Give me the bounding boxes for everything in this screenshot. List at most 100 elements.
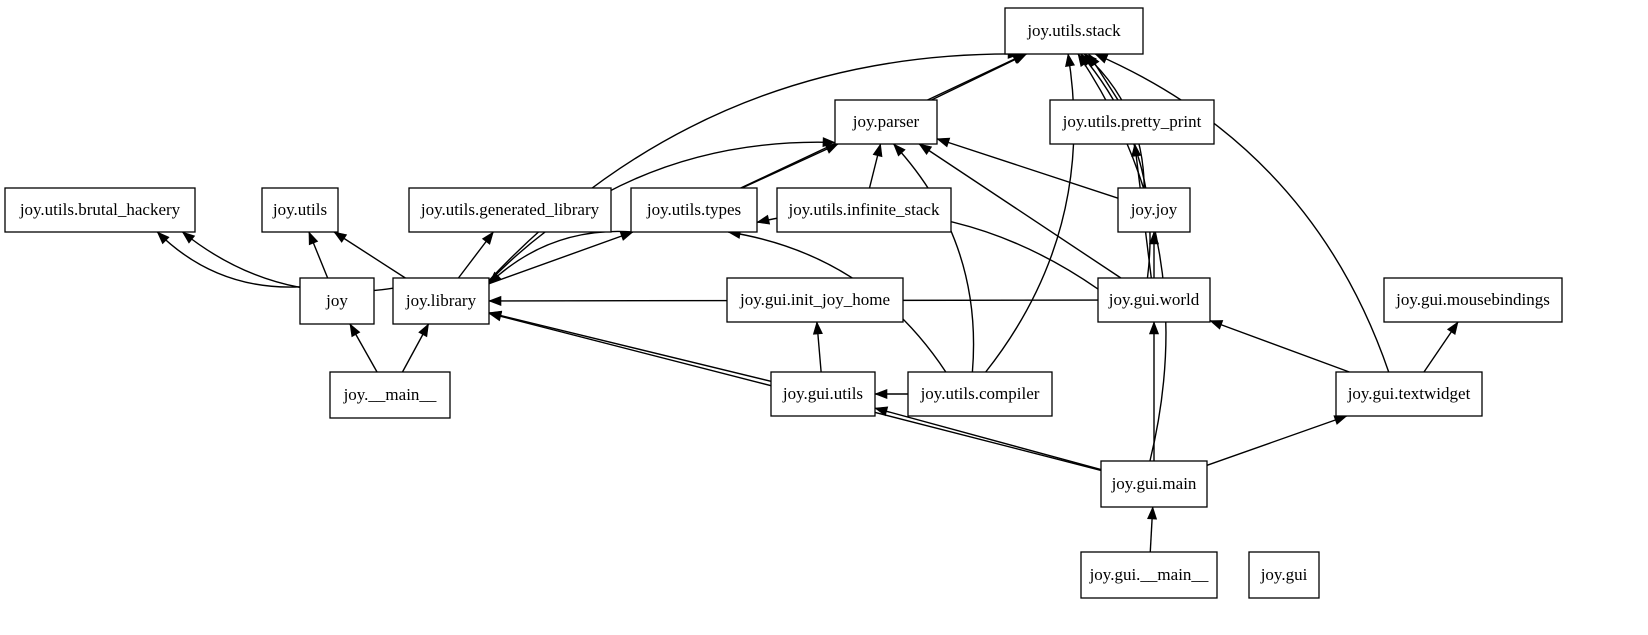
graph-edge bbox=[868, 143, 883, 189]
edge-line bbox=[874, 407, 1102, 471]
graph-edge bbox=[1423, 321, 1459, 373]
node-label: joy.utils bbox=[272, 200, 327, 219]
graph-edge bbox=[349, 323, 378, 373]
graph-edge bbox=[488, 230, 633, 285]
edge-line bbox=[931, 53, 1027, 101]
graph-node-types[interactable]: joy.utils.types bbox=[630, 187, 758, 233]
edge-line bbox=[1080, 53, 1151, 279]
edge-arrowhead bbox=[756, 214, 771, 225]
graph-edge bbox=[308, 231, 329, 279]
node-box[interactable] bbox=[1049, 99, 1215, 145]
edge-arrowhead bbox=[1077, 53, 1090, 68]
edge-arrowhead bbox=[1065, 53, 1075, 67]
node-label: joy.__main__ bbox=[343, 385, 437, 404]
graph-node-init_joy_home[interactable]: joy.gui.init_joy_home bbox=[726, 277, 904, 323]
graph-node-mousebindings[interactable]: joy.gui.mousebindings bbox=[1383, 277, 1563, 323]
node-box[interactable] bbox=[726, 277, 904, 323]
edge-line bbox=[156, 231, 301, 288]
node-box[interactable] bbox=[4, 187, 196, 233]
graph-node-main_[interactable]: joy.__main__ bbox=[329, 371, 451, 419]
graph-edge bbox=[1206, 415, 1348, 466]
edge-line bbox=[936, 138, 1119, 199]
edge-arrowhead bbox=[874, 406, 889, 417]
node-box[interactable] bbox=[1335, 371, 1483, 417]
node-box[interactable] bbox=[1004, 7, 1144, 55]
node-label: joy.gui.mousebindings bbox=[1395, 290, 1550, 309]
graph-node-gui_utils[interactable]: joy.gui.utils bbox=[770, 371, 876, 417]
graph-node-gui_world[interactable]: joy.gui.world bbox=[1097, 277, 1211, 323]
edge-arrowhead bbox=[1446, 321, 1459, 336]
edge-arrowhead bbox=[1131, 143, 1142, 157]
node-box[interactable] bbox=[329, 371, 451, 419]
graph-edge bbox=[333, 231, 406, 279]
node-label: joy.gui.init_joy_home bbox=[739, 290, 890, 309]
node-box[interactable] bbox=[630, 187, 758, 233]
node-box[interactable] bbox=[1080, 551, 1218, 599]
node-label: joy.utils.compiler bbox=[920, 384, 1040, 403]
graph-node-brutal_hackery[interactable]: joy.utils.brutal_hackery bbox=[4, 187, 196, 233]
node-box[interactable] bbox=[1383, 277, 1563, 323]
edge-arrowhead bbox=[936, 137, 951, 148]
node-box[interactable] bbox=[907, 371, 1053, 417]
edge-arrowhead bbox=[1147, 506, 1158, 520]
graph-node-utils[interactable]: joy.utils bbox=[261, 187, 339, 233]
node-label: joy.gui.__main__ bbox=[1089, 565, 1209, 584]
node-box[interactable] bbox=[1097, 277, 1211, 323]
node-label: joy.utils.pretty_print bbox=[1062, 112, 1202, 131]
graph-edge bbox=[893, 143, 975, 373]
graph-edge bbox=[488, 48, 1021, 282]
node-box[interactable] bbox=[834, 99, 938, 145]
edge-line bbox=[488, 141, 836, 283]
node-box[interactable] bbox=[770, 371, 876, 417]
graph-edge bbox=[936, 137, 1119, 199]
graph-node-gui[interactable]: joy.gui bbox=[1248, 551, 1320, 599]
node-label: joy.parser bbox=[852, 112, 920, 131]
graph-edge bbox=[1209, 319, 1350, 373]
graph-node-pretty_print[interactable]: joy.utils.pretty_print bbox=[1049, 99, 1215, 145]
graph-edge bbox=[918, 143, 1122, 279]
graph-node-joy[interactable]: joy bbox=[299, 277, 375, 325]
graph-edge bbox=[457, 231, 494, 279]
node-box[interactable] bbox=[776, 187, 952, 233]
graph-node-joyjoy[interactable]: joy.joy bbox=[1117, 187, 1191, 233]
graph-edge bbox=[401, 323, 430, 373]
edge-arrowhead bbox=[181, 231, 196, 244]
graph-node-stack[interactable]: joy.utils.stack bbox=[1004, 7, 1144, 55]
node-label: joy.gui.textwidget bbox=[1347, 384, 1471, 403]
node-label: joy.utils.infinite_stack bbox=[788, 200, 940, 219]
node-label: joy.gui.utils bbox=[782, 384, 863, 403]
graph-node-parser[interactable]: joy.parser bbox=[834, 99, 938, 145]
node-label: joy.gui.main bbox=[1111, 474, 1197, 493]
edge-arrowhead bbox=[481, 231, 494, 245]
node-box[interactable] bbox=[261, 187, 339, 233]
graph-edge bbox=[741, 143, 839, 189]
edge-line bbox=[1206, 415, 1347, 466]
node-box[interactable] bbox=[392, 277, 490, 325]
edge-arrowhead bbox=[488, 295, 502, 306]
node-box[interactable] bbox=[1100, 460, 1208, 508]
graph-node-gui_main[interactable]: joy.gui.main bbox=[1100, 460, 1208, 508]
node-layer: joy.utils.stack joy.parser joy.utils.prett… bbox=[4, 7, 1563, 599]
edge-line bbox=[488, 312, 772, 383]
edge-arrowhead bbox=[874, 388, 888, 400]
node-box[interactable] bbox=[1117, 187, 1191, 233]
node-box[interactable] bbox=[299, 277, 375, 325]
graph-edge bbox=[874, 388, 908, 400]
node-label: joy.utils.generated_library bbox=[420, 200, 600, 219]
edge-arrowhead bbox=[893, 143, 906, 157]
graph-node-library[interactable]: joy.library bbox=[392, 277, 490, 325]
edge-arrowhead bbox=[488, 311, 503, 322]
graph-node-textwidget[interactable]: joy.gui.textwidget bbox=[1335, 371, 1483, 417]
graph-node-compiler[interactable]: joy.utils.compiler bbox=[907, 371, 1053, 417]
edge-arrowhead bbox=[1333, 415, 1348, 425]
graph-node-generated_library[interactable]: joy.utils.generated_library bbox=[408, 187, 612, 233]
edge-arrowhead bbox=[488, 271, 502, 285]
edge-arrowhead bbox=[918, 143, 933, 156]
node-label: joy.utils.stack bbox=[1026, 21, 1121, 40]
graph-edge bbox=[1147, 506, 1158, 553]
node-box[interactable] bbox=[408, 187, 612, 233]
graph-node-infinite_stack[interactable]: joy.utils.infinite_stack bbox=[776, 187, 952, 233]
graph-node-gui_main_[interactable]: joy.gui.__main__ bbox=[1080, 551, 1218, 599]
node-box[interactable] bbox=[1248, 551, 1320, 599]
